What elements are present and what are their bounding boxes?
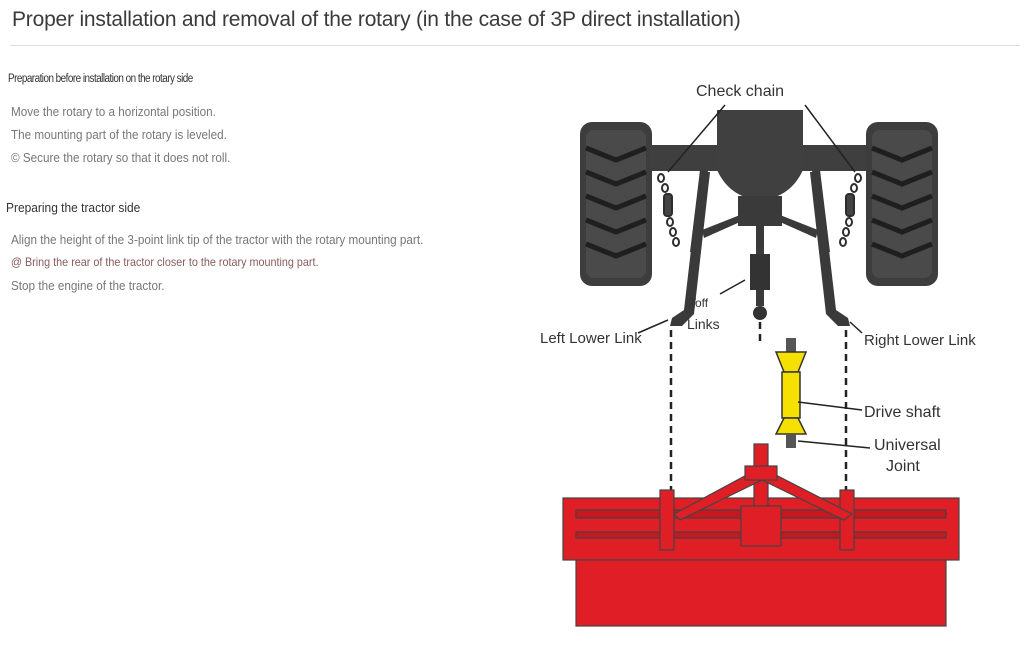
- universal-joint-label-line2: Joint: [886, 458, 920, 475]
- tractor-step-3: Stop the engine of the tractor.: [11, 278, 165, 293]
- rotary-implement: [562, 443, 960, 627]
- tractor-side-heading: Preparing the tractor side: [6, 200, 141, 215]
- right-lower-link-label: Right Lower Link: [864, 332, 976, 349]
- page-title: Proper installation and removal of the r…: [12, 8, 741, 31]
- top-link-label-line1: Toff: [689, 296, 709, 310]
- rotary-side-steps: Move the rotary to a horizontal position…: [11, 100, 255, 169]
- tractor-step-2: @ Bring the rear of the tractor closer t…: [11, 255, 319, 269]
- tractor-side-steps: Align the height of the 3-point link tip…: [11, 228, 469, 297]
- check-chain-label: Check chain: [696, 83, 784, 100]
- drive-shaft: [774, 338, 808, 448]
- universal-joint-label-line1: Universal: [874, 437, 941, 454]
- check-chains: [657, 173, 862, 247]
- tractor-step-1: Align the height of the 3-point link tip…: [11, 232, 424, 247]
- rotary-side-heading: Preparation before installation on the r…: [8, 73, 193, 85]
- tractor-body: [650, 110, 866, 326]
- left-lower-link-label: Left Lower Link: [540, 330, 642, 347]
- left-tire: [580, 122, 652, 286]
- rotary-step-2: The mounting part of the rotary is level…: [11, 127, 227, 142]
- rotary-step-1: Move the rotary to a horizontal position…: [11, 104, 216, 119]
- right-tire: [866, 122, 938, 286]
- title-divider: [10, 45, 1020, 46]
- rotary-installation-diagram: Check chain Toff Links Left Lower Link R…: [540, 83, 976, 627]
- drive-shaft-label: Drive shaft: [864, 404, 941, 421]
- rotary-step-3: © Secure the rotary so that it does not …: [11, 150, 231, 165]
- top-link-label-line2: Links: [687, 316, 720, 332]
- leader-arrows: [637, 104, 871, 449]
